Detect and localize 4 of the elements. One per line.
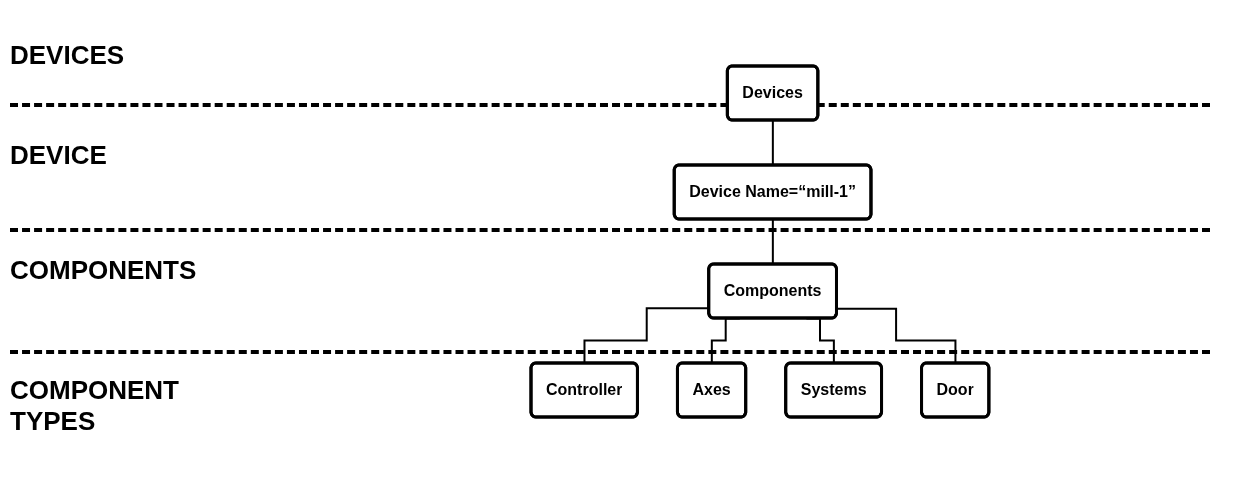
level-label: COMPONENT TYPES: [10, 375, 180, 437]
level-label: DEVICE: [10, 140, 108, 171]
level-label: COMPONENTS: [10, 255, 198, 286]
level-label: DEVICES: [10, 40, 126, 71]
